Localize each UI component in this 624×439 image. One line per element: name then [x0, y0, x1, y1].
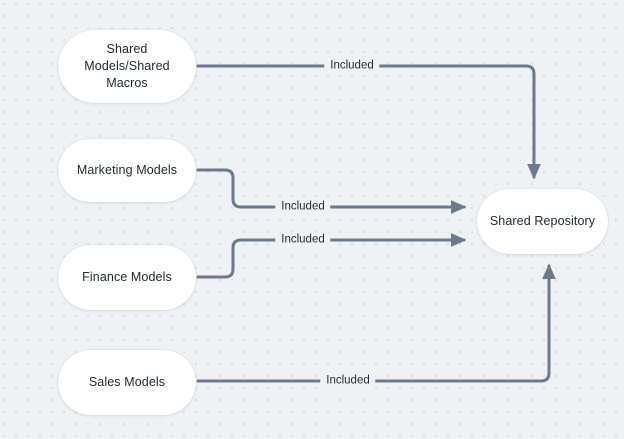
edge-label-sales: Included	[320, 373, 376, 389]
node-shared-models[interactable]: Shared Models/Shared Macros	[58, 30, 196, 103]
edge-shared-models-path	[196, 64, 541, 180]
edge-marketing-path	[196, 168, 467, 214]
edge-sales-path	[196, 263, 556, 383]
node-marketing-models[interactable]: Marketing Models	[58, 139, 196, 202]
node-shared-models-label: Shared Models/Shared Macros	[84, 42, 170, 90]
node-marketing-models-label: Marketing Models	[76, 163, 178, 177]
node-shared-repository-label: Shared Repository	[489, 214, 596, 228]
node-finance-models-label: Finance Models	[82, 270, 172, 284]
node-shared-repository[interactable]: Shared Repository	[477, 189, 608, 254]
edge-label-finance: Included	[275, 232, 331, 248]
edge-finance-path	[196, 233, 467, 279]
edge-label-marketing: Included	[275, 199, 331, 215]
node-finance-models[interactable]: Finance Models	[58, 245, 196, 310]
edge-label-shared-models: Included	[324, 58, 380, 74]
node-sales-models-label: Sales Models	[88, 375, 166, 389]
node-sales-models[interactable]: Sales Models	[58, 350, 196, 415]
